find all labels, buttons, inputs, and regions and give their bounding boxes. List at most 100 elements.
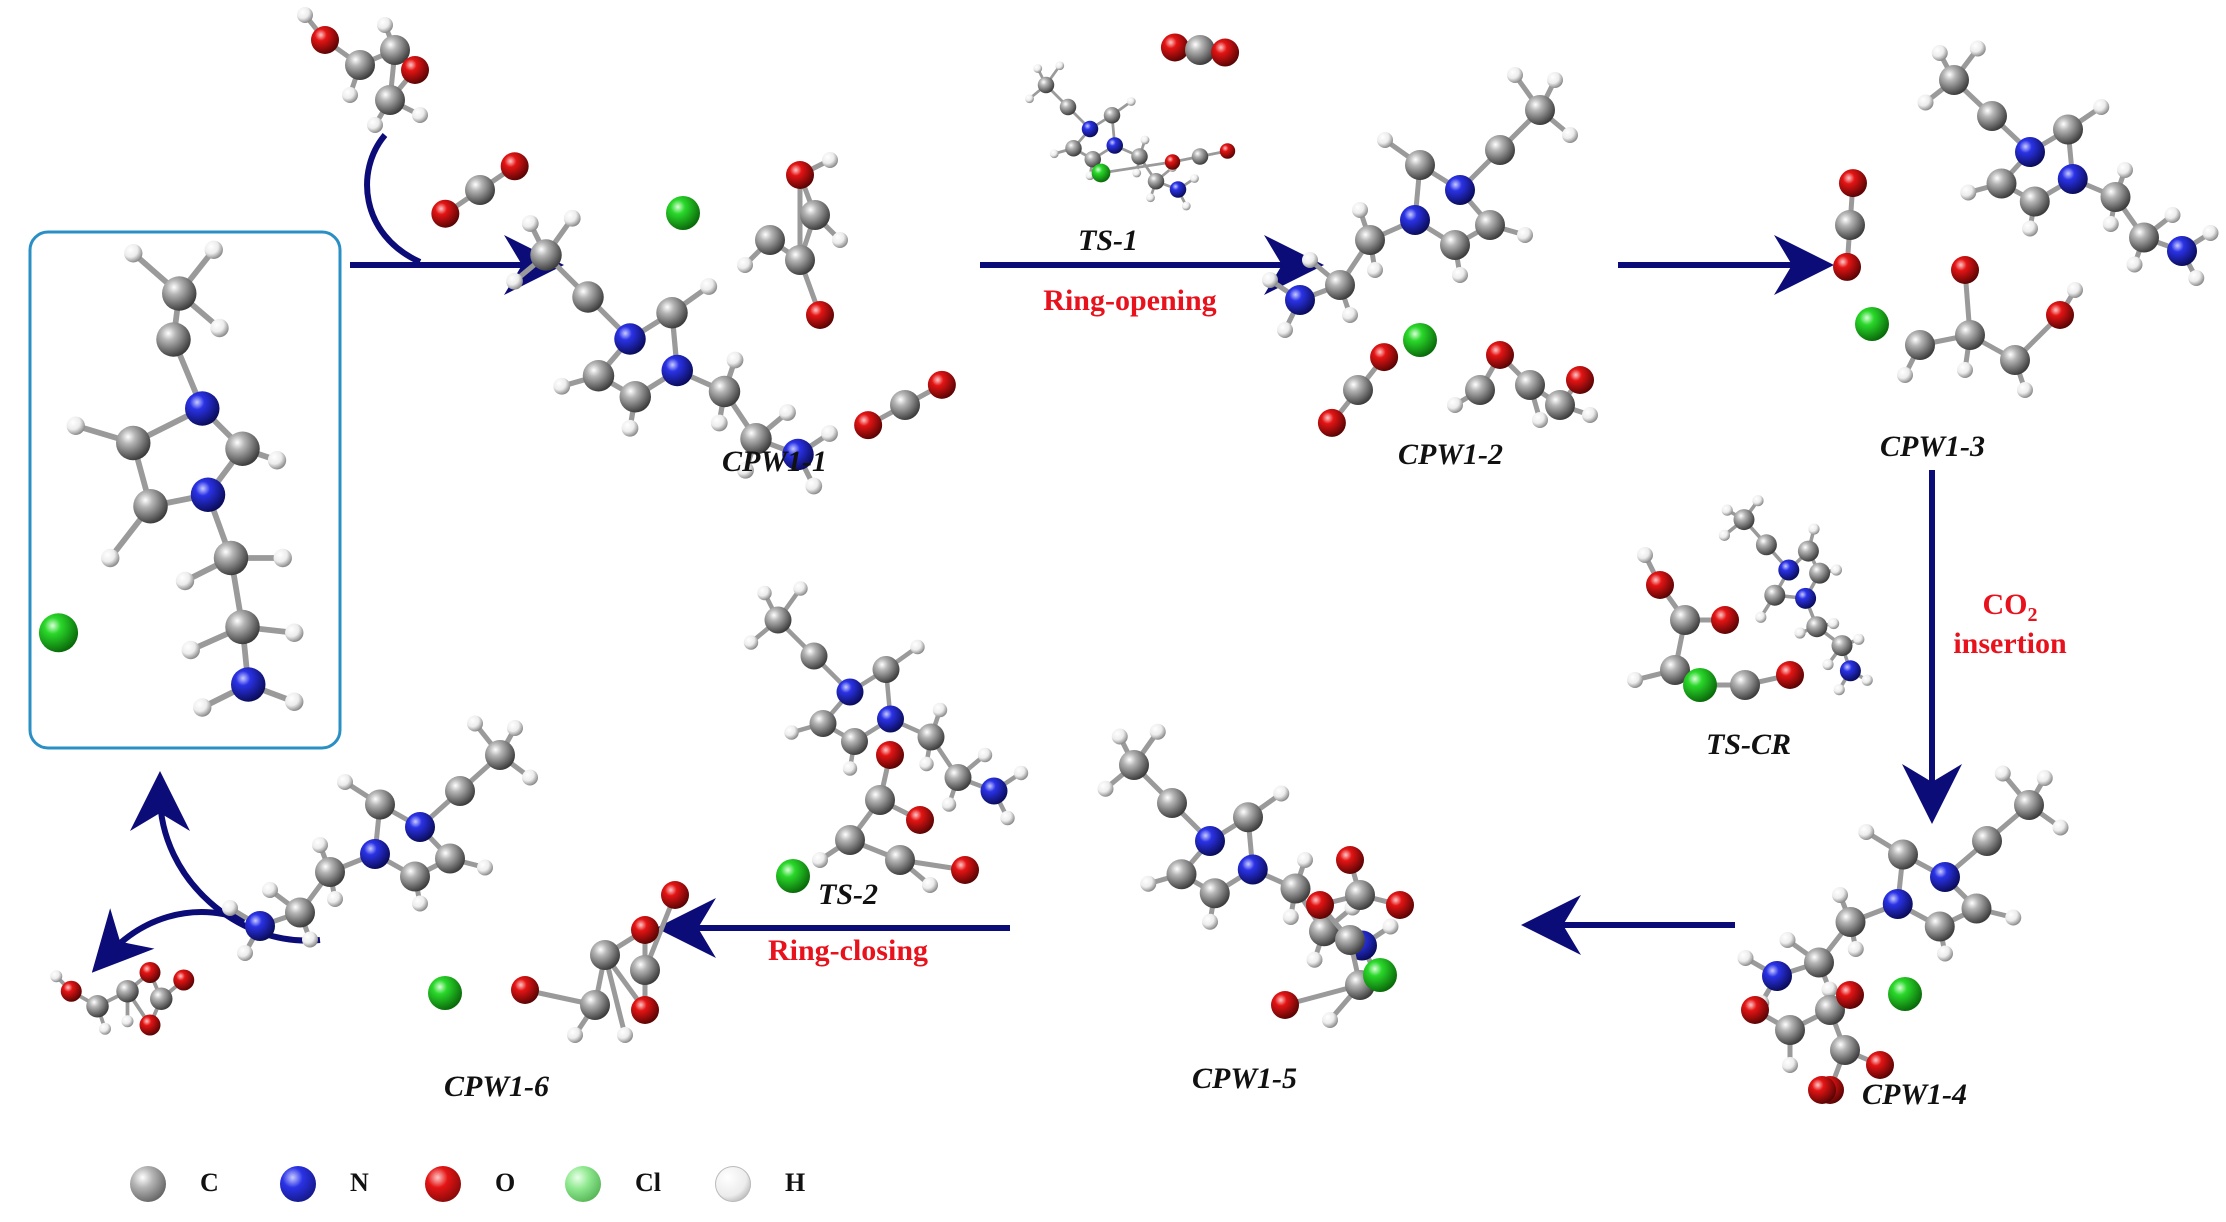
hydrogen-atom xyxy=(812,852,828,868)
legend-symbol: O xyxy=(495,1168,516,1197)
cpw1-6-chloride xyxy=(428,976,462,1010)
nitrogen-atom xyxy=(360,839,390,869)
oxygen-atom xyxy=(1646,571,1674,599)
hydrogen-atom xyxy=(2188,270,2205,286)
carbon-atom xyxy=(285,897,315,928)
carbon-atom xyxy=(485,740,515,770)
carbon-atom xyxy=(619,381,651,413)
hydrogen-atom xyxy=(617,1027,633,1043)
oxygen-atom xyxy=(927,370,956,399)
oxygen-atom xyxy=(1211,38,1240,67)
label-cpw1-5: CPW1-5 xyxy=(1192,1062,1297,1095)
carbon-atom xyxy=(150,987,173,1010)
carbon-atom xyxy=(1131,148,1148,165)
hydrogen-atom xyxy=(1931,45,1948,61)
chlorine-atom xyxy=(38,613,79,653)
chlorine-atom xyxy=(1855,307,1889,341)
hydrogen-atom xyxy=(1202,913,1218,930)
oxygen-atom xyxy=(786,161,814,189)
ts-2-chloride xyxy=(776,859,810,893)
chlorine-atom xyxy=(1683,668,1717,702)
oxygen-atom xyxy=(1486,341,1514,369)
chlorine-atom xyxy=(428,976,462,1010)
oxygen-atom xyxy=(60,980,82,1002)
hydrogen-atom xyxy=(737,461,754,479)
nitrogen-atom xyxy=(1195,826,1225,856)
carbon-atom xyxy=(435,843,465,874)
hydrogen-atom xyxy=(2126,256,2143,273)
carbon-atom xyxy=(1525,95,1555,125)
legend-item-oxygen: O xyxy=(425,1160,565,1208)
nitrogen-atom xyxy=(836,678,864,706)
carbon-atom xyxy=(1515,370,1545,400)
hydrogen-atom xyxy=(1452,267,1468,283)
carbon-atom xyxy=(1955,320,1985,350)
carbon-atom xyxy=(865,785,895,815)
oxygen-atom xyxy=(1219,143,1236,159)
nitrogen-atom xyxy=(1882,889,1913,919)
carbon-atom xyxy=(1831,635,1853,657)
carbon-atom xyxy=(400,861,430,892)
hydrogen-atom xyxy=(1637,547,1653,563)
carbon-atom xyxy=(656,297,688,329)
cpw1-3-alkoxide xyxy=(1897,256,2083,398)
carbon-atom xyxy=(800,200,830,230)
hydrogen-atom xyxy=(821,425,838,442)
carbon-atom xyxy=(2014,790,2044,820)
hydrogen-atom xyxy=(1146,193,1155,203)
legend-symbol: C xyxy=(200,1168,219,1197)
step-co2-insertion: CO2 insertion xyxy=(1940,588,2080,661)
co2-label: CO2 xyxy=(1982,588,2038,626)
hydrogen-atom xyxy=(1140,135,1150,145)
hydrogen-atom xyxy=(2022,220,2038,237)
carbon-atom xyxy=(800,642,828,670)
nitrogen-atom xyxy=(1169,181,1187,198)
hydrogen-atom xyxy=(919,756,934,772)
oxygen-atom xyxy=(1833,252,1862,281)
hydrogen-atom xyxy=(1532,412,1548,428)
hydrogen-atom xyxy=(337,774,353,790)
hydrogen-atom xyxy=(1097,780,1114,797)
carbon-atom xyxy=(1103,107,1121,124)
carbon-atom xyxy=(156,322,191,357)
bond xyxy=(1099,160,1174,175)
carbon-atom xyxy=(1335,925,1365,955)
nitrogen-atom xyxy=(980,777,1008,805)
oxygen-atom xyxy=(1317,408,1346,437)
curved-arrow-product-release xyxy=(91,908,247,973)
carbon-atom xyxy=(1166,859,1197,890)
hydrogen-atom xyxy=(1033,64,1043,73)
hydrogen-atom xyxy=(793,581,808,596)
carbon-atom xyxy=(1059,98,1077,116)
legend-item-nitrogen: N xyxy=(280,1160,420,1208)
oxygen-atom xyxy=(806,301,834,329)
hydrogen-atom xyxy=(2102,216,2119,232)
oxygen-atom xyxy=(876,741,904,769)
carbon-atom xyxy=(885,845,915,875)
hydrogen-atom xyxy=(553,377,571,395)
hydrogen-atom xyxy=(1752,495,1764,507)
nitrogen-atom xyxy=(2057,164,2088,194)
hydrogen-atom xyxy=(1721,504,1733,516)
nitrogen-atom xyxy=(245,911,275,941)
hydrogen-atom xyxy=(285,692,304,711)
hydrogen-atom xyxy=(737,257,753,273)
carbon-atom xyxy=(1733,509,1755,531)
hydrogen-atom xyxy=(700,278,718,295)
carbon-atom xyxy=(1465,375,1495,405)
hydrogen-atom xyxy=(204,240,223,259)
carbon-atom xyxy=(1343,375,1373,405)
co2-molecule xyxy=(431,152,529,228)
nitrogen-atom xyxy=(1445,175,1475,205)
carbon-atom xyxy=(740,423,772,455)
hydrogen-atom xyxy=(779,404,796,421)
carbon-atom xyxy=(1345,880,1375,910)
hydrogen-atom xyxy=(1000,810,1015,826)
hydrogen-atom xyxy=(521,215,539,232)
carbon-atom xyxy=(1185,35,1215,65)
hydrogen-atom xyxy=(1994,765,2011,782)
hydrogen-atom xyxy=(1025,94,1034,104)
carbon-atom xyxy=(944,764,972,791)
cpw1-4-chloride xyxy=(1888,977,1922,1011)
carbon-atom xyxy=(872,656,900,683)
